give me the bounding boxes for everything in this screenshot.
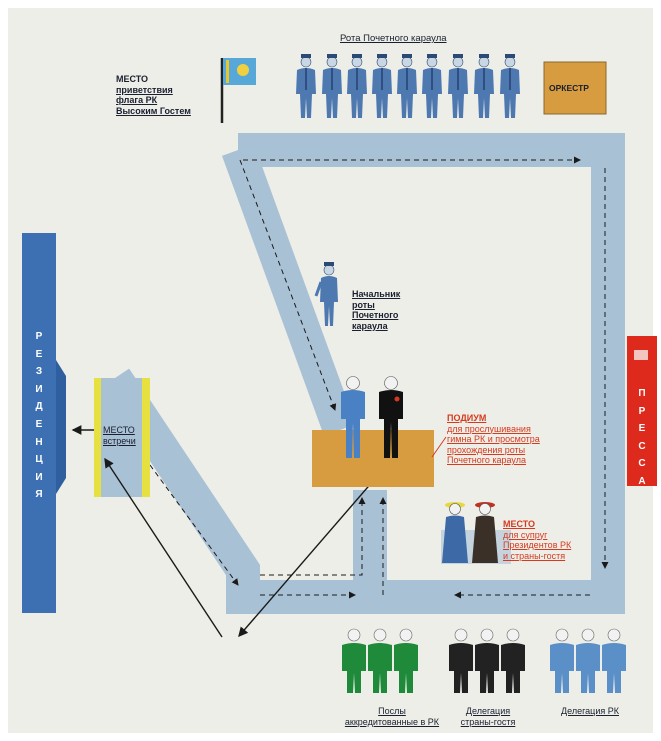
rk-delegation-label: Делегация РК [548, 706, 632, 717]
flag-place-label: МЕСТО приветствия флага РК Высоким Госте… [116, 74, 191, 116]
spouses-line: и страны-гостя [503, 550, 566, 561]
press-letter: С [638, 440, 646, 452]
ambassadors-line: аккредитованные в РК [344, 716, 440, 727]
commander-figure-icon [314, 262, 338, 326]
podium [312, 430, 434, 487]
flag-icon [220, 58, 256, 123]
press-letter: А [638, 475, 646, 487]
guest-delegation-label: Делегация страны-гостя [450, 706, 526, 727]
orchestra-label: ОРКЕСТР [549, 83, 589, 93]
guard-company [295, 53, 521, 119]
podium-line: ПОДИУМ [447, 413, 487, 423]
spouses-line: для супруг [503, 529, 548, 540]
residence-letter: Ц [35, 454, 43, 466]
commander-label: Начальник роты Почетного караула [352, 289, 400, 331]
press-area [627, 336, 657, 486]
spouses-place-label: МЕСТО для супруг Президентов РК и страны… [503, 519, 571, 561]
spouses-line: МЕСТО [503, 519, 536, 529]
podium-line: для прослушивания [447, 423, 531, 434]
residence-letter: Я [35, 489, 43, 501]
arrow-icon [149, 464, 239, 586]
commander-line: караула [352, 320, 388, 331]
camera-icon [634, 350, 648, 360]
meeting-place-line: МЕСТО [103, 425, 135, 435]
press-letter: Е [638, 423, 646, 435]
press-label: П Р Е С С А [635, 385, 649, 491]
podium-line: гимна РК и просмотра [447, 434, 540, 444]
residence-letter: И [35, 383, 43, 395]
flag-place-line: приветствия [116, 84, 173, 95]
orchestra-box [543, 61, 607, 115]
residence-letter: И [35, 471, 43, 483]
commander-line: роты [352, 299, 375, 310]
residence-letter: Д [35, 401, 43, 413]
press-letter: П [638, 388, 646, 399]
meeting-place-label: МЕСТО встречи [103, 425, 136, 446]
arrow-icon [238, 472, 381, 638]
flag-place-line: Высоким Гостем [116, 105, 191, 116]
residence-label: Р Е З И Д Е Н Ц И Я [32, 328, 46, 504]
residence-entrance [56, 360, 66, 494]
residence-letter: Е [35, 348, 43, 360]
spouse-figure-icon [442, 502, 468, 563]
podium-pointer [431, 436, 447, 458]
guest-delegation-line: страны-гостя [460, 716, 516, 727]
meeting-place-floor [101, 378, 142, 497]
residence-letter: Р [35, 331, 43, 342]
ambassadors-line: Послы [378, 706, 406, 716]
rk-delegation-line: Делегация РК [561, 706, 619, 716]
ambassadors-label: Послы аккредитованные в РК [333, 706, 451, 727]
flag-place-line: флага РК [116, 95, 158, 105]
spouses-line: Президентов РК [503, 540, 572, 550]
press-letter: С [638, 458, 646, 470]
arrow-icon [260, 497, 366, 576]
podium-line: прохождения роты [447, 444, 526, 455]
meeting-place-line: встречи [103, 435, 136, 446]
arrow-icon [104, 457, 223, 638]
flag-place-line: МЕСТО [116, 74, 149, 84]
commander-line: Почетного [352, 310, 399, 320]
podium-line: Почетного караула [447, 455, 526, 465]
residence-letter: Е [35, 418, 43, 430]
residence-letter: З [35, 366, 43, 378]
residence-letter: Н [35, 436, 43, 448]
guest-delegation-line: Делегация [465, 706, 511, 716]
spouse-figure-icon [472, 502, 498, 563]
route-direction-arrows [149, 156, 609, 599]
podium-label: ПОДИУМ для прослушивания гимна РК и прос… [447, 413, 540, 466]
president-figure-icon [341, 376, 365, 458]
guard-company-title: Рота Почетного караула [340, 33, 447, 44]
commander-line: Начальник [352, 289, 401, 299]
president-figure-icon [379, 376, 403, 458]
residence-building [22, 233, 56, 613]
press-letter: Р [638, 405, 646, 417]
